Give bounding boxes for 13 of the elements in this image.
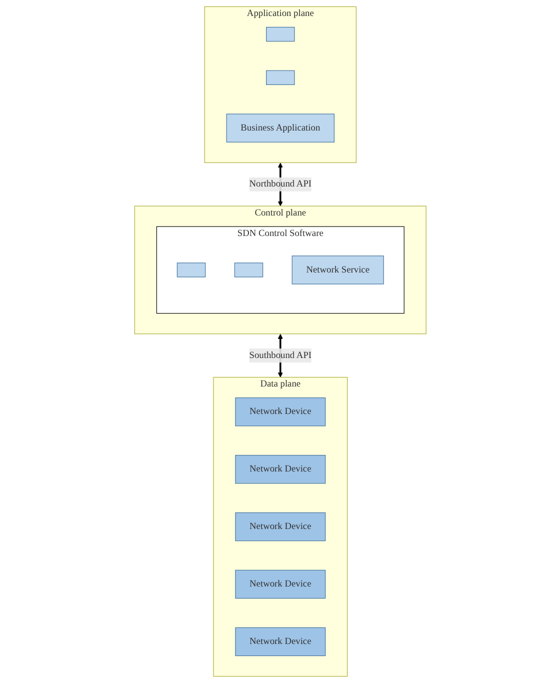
node-box: Network Device [234,397,326,426]
node-box: Network Service [291,256,384,284]
edge-label: Northbound API [248,179,312,190]
node-box [234,262,263,278]
node-box: Network Device [234,627,326,656]
node-box: Business Application [226,114,334,142]
node-box: Network Device [234,512,326,542]
edge-label: Southbound API [248,350,312,360]
node-box: Network Device [234,570,326,599]
node-box: Network Device [234,454,326,484]
node-box [266,70,294,85]
node-box [266,26,294,42]
node-box [176,262,206,278]
